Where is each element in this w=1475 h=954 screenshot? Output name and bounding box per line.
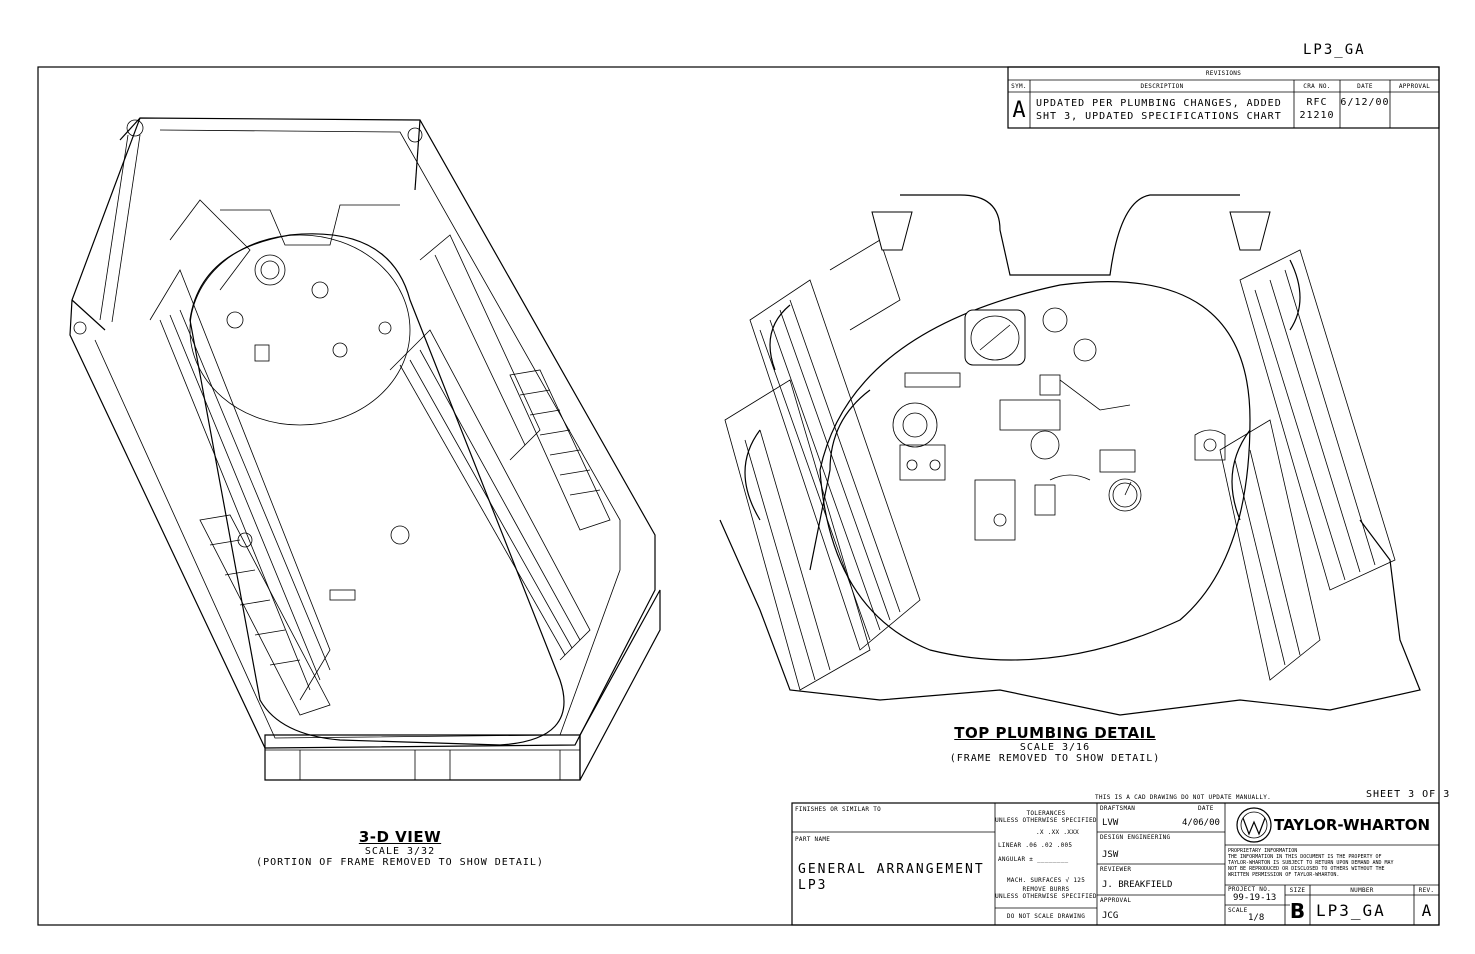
- rev-sym: A: [1012, 98, 1026, 123]
- rev-label: REV.: [1418, 887, 1435, 894]
- rev-desc-line1: UPDATED PER PLUMBING CHANGES, ADDED: [1036, 98, 1282, 109]
- rev-desc-line2: SHT 3, UPDATED SPECIFICATIONS CHART: [1036, 111, 1282, 122]
- rev-col-sym: SYM.: [1011, 83, 1027, 90]
- view2-title: TOP PLUMBING DETAIL: [954, 724, 1156, 742]
- size-label: SIZE: [1289, 887, 1306, 894]
- scale-value: 1/8: [1248, 913, 1265, 923]
- part-name-1: GENERAL ARRANGEMENT: [798, 862, 985, 877]
- taylor-wharton-logo: [1236, 807, 1272, 843]
- finishes-label: FINISHES OR SIMILAR TO: [795, 806, 882, 813]
- view2-scale: SCALE 3/16: [1019, 742, 1091, 753]
- draftsman-value: LVW: [1102, 818, 1119, 828]
- drawing-id-top: LP3_GA: [1303, 42, 1366, 58]
- draft-date-value: 4/06/00: [1182, 818, 1220, 828]
- tol-mach: MACH. SURFACES √ 125: [1006, 877, 1086, 884]
- reviewer-value: J. BREAKFIELD: [1102, 880, 1173, 890]
- date-label: DATE: [1198, 805, 1214, 812]
- rev-date: 6/12/00: [1340, 97, 1390, 108]
- view1-caption: 3-D VIEW SCALE 3/32 (PORTION OF FRAME RE…: [250, 828, 550, 868]
- draftsman-label: DRAFTSMAN: [1100, 805, 1136, 812]
- design-value: JSW: [1102, 850, 1119, 860]
- tol-angular: ANGULAR ± ________: [998, 856, 1069, 863]
- tol-cols: .X .XX .XXX: [1036, 829, 1080, 836]
- 3d-view-illustration: [69, 117, 661, 781]
- title-block-lines: [791, 802, 1440, 926]
- sheet-border: [37, 66, 1440, 926]
- approval-label: APPROVAL: [1100, 897, 1132, 904]
- reviewer-label: REVIEWER: [1100, 866, 1132, 873]
- tol-header-1: TOLERANCES: [1026, 810, 1066, 817]
- number-value: LP3_GA: [1316, 901, 1386, 920]
- proprietary-notice: PROPRIETARY INFORMATION THE INFORMATION …: [1228, 848, 1394, 878]
- rev-col-date: DATE: [1357, 83, 1373, 90]
- part-name-label: PART NAME: [795, 836, 831, 843]
- view2-note: (FRAME REMOVED TO SHOW DETAIL): [949, 753, 1161, 764]
- approval-value: JCG: [1102, 911, 1119, 921]
- view1-title: 3-D VIEW: [358, 828, 442, 846]
- project-value: 99-19-13: [1233, 893, 1277, 903]
- cad-notice: THIS IS A CAD DRAWING DO NOT UPDATE MANU…: [1095, 794, 1272, 801]
- rev-col-description: DESCRIPTION: [1140, 83, 1184, 90]
- sheet-number: SHEET 3 OF 3: [1366, 789, 1451, 800]
- view1-scale: SCALE 3/32: [364, 846, 436, 857]
- view1-note: (PORTION OF FRAME REMOVED TO SHOW DETAIL…: [256, 857, 544, 868]
- rev-col-cra: CRA NO.: [1303, 83, 1331, 90]
- scale-label: SCALE: [1228, 907, 1248, 914]
- design-label: DESIGN ENGINEERING: [1100, 834, 1171, 841]
- company-name: TAYLOR-WHARTON: [1274, 816, 1431, 834]
- rev-cra-1: RFC: [1306, 97, 1328, 108]
- project-label: PROJECT NO.: [1228, 886, 1272, 893]
- tol-linear: LINEAR .06 .02 .005: [998, 842, 1073, 849]
- tol-unless: UNLESS OTHERWISE SPECIFIED: [995, 893, 1097, 900]
- view2-caption: TOP PLUMBING DETAIL SCALE 3/16 (FRAME RE…: [900, 724, 1210, 764]
- tol-noscale: DO NOT SCALE DRAWING: [1006, 913, 1086, 920]
- top-plumbing-detail-illustration: [719, 194, 1421, 716]
- tol-header-2: UNLESS OTHERWISE SPECIFIED: [995, 817, 1097, 824]
- revisions-header: REVISIONS: [1205, 70, 1242, 77]
- tol-burrs: REMOVE BURRS: [1022, 886, 1070, 893]
- rev-cra-2: 21210: [1299, 110, 1335, 121]
- revisions-table-lines: [1007, 66, 1440, 129]
- number-label: NUMBER: [1350, 887, 1374, 894]
- rev-col-approval: APPROVAL: [1398, 83, 1431, 90]
- rev-value: A: [1421, 901, 1432, 920]
- part-name-2: LP3: [798, 878, 828, 893]
- size-value: B: [1289, 899, 1306, 923]
